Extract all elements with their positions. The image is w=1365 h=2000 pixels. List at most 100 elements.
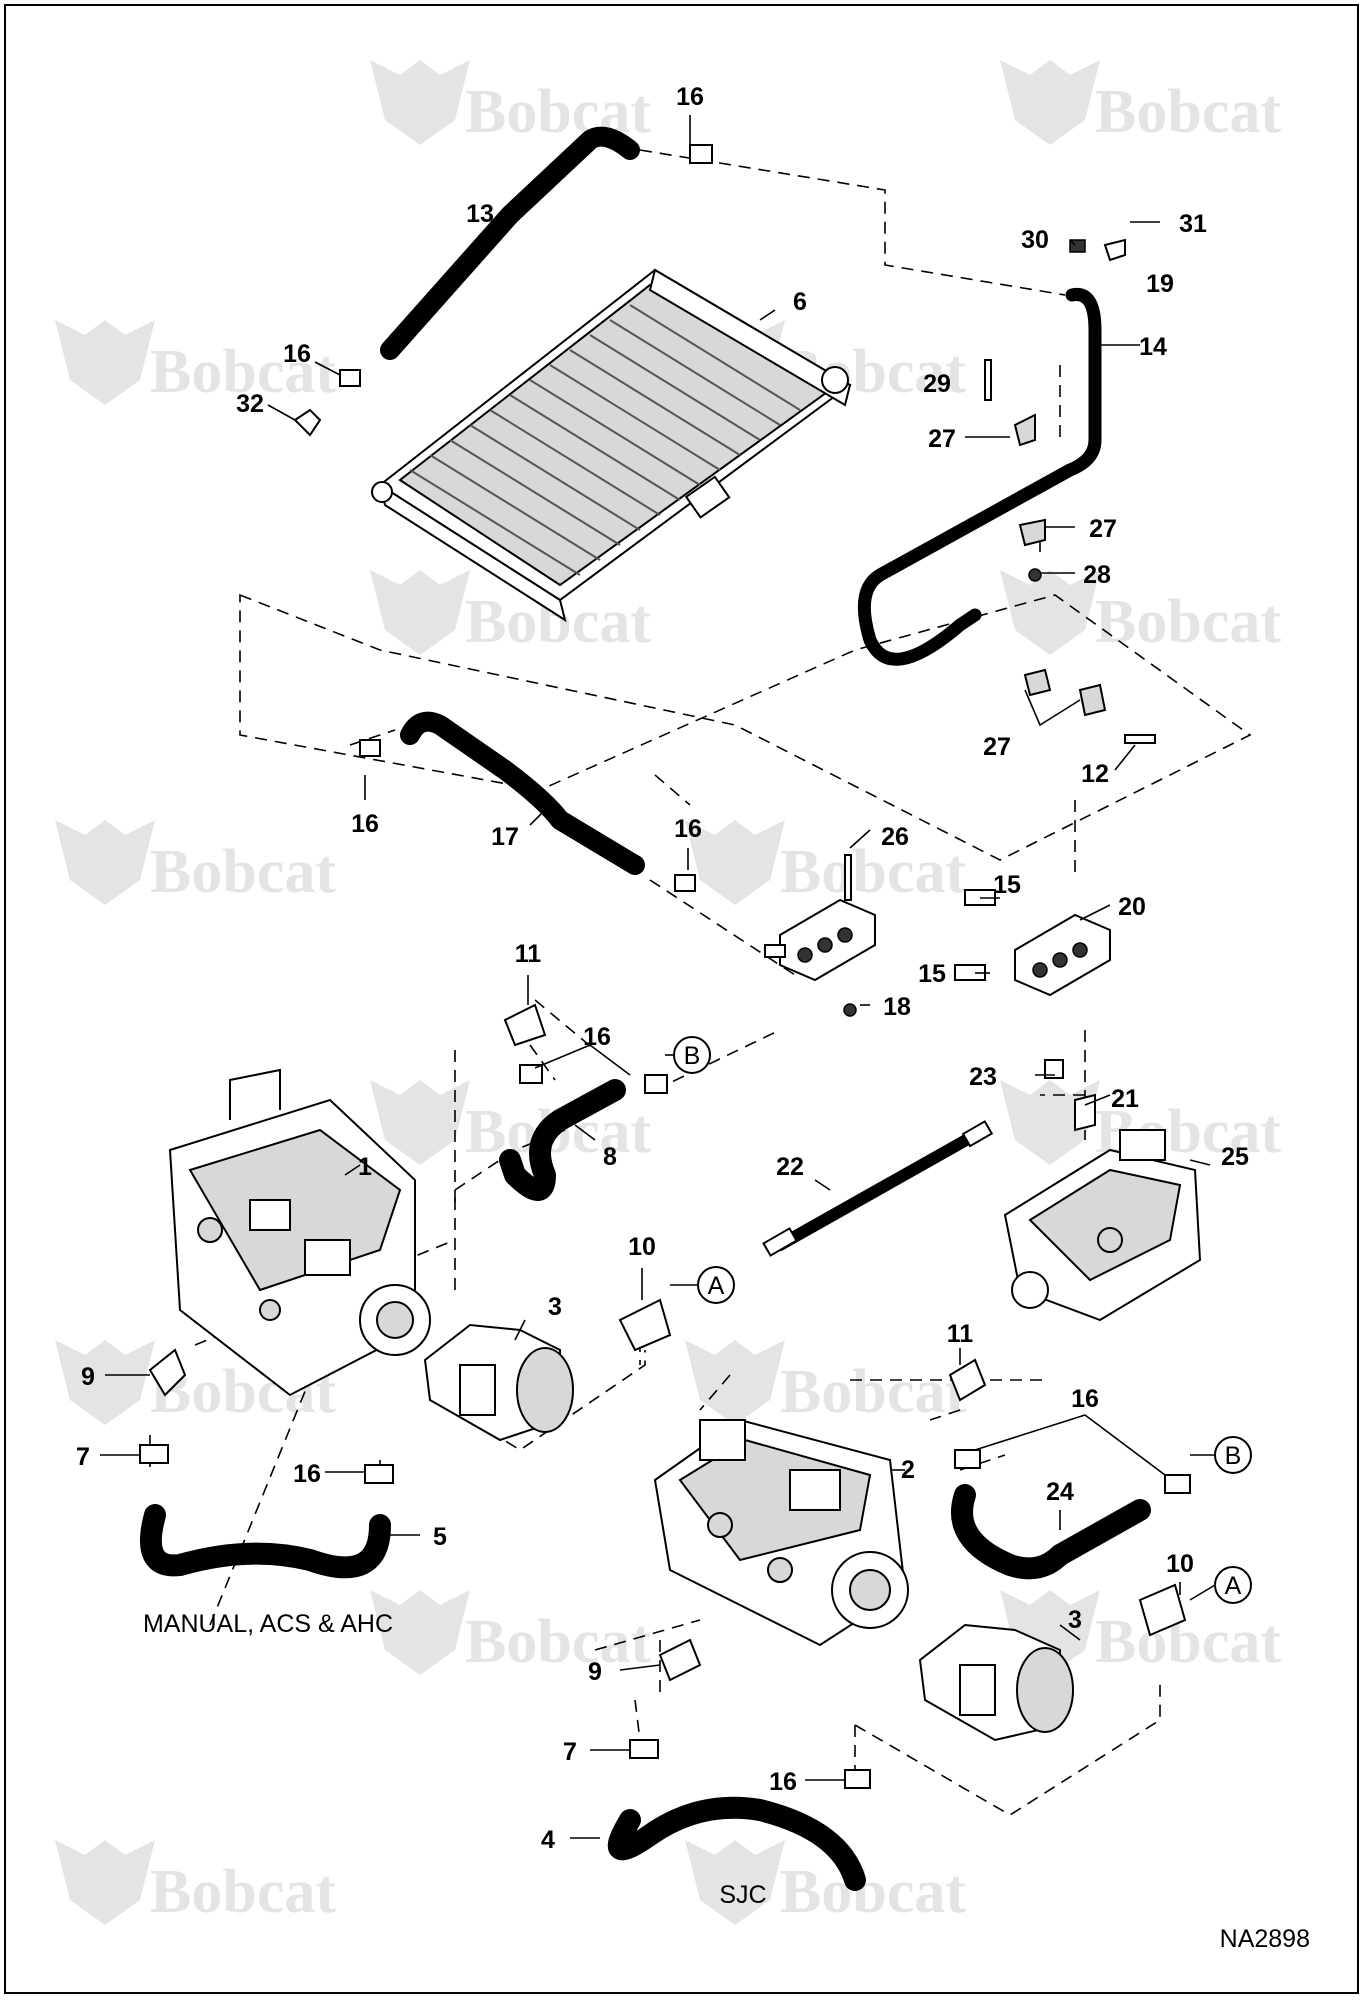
clamp-27 bbox=[1023, 668, 1052, 697]
callout: 4 bbox=[541, 1826, 555, 1854]
connector-a-bottom: A bbox=[1189, 1566, 1252, 1604]
fitting-11 bbox=[948, 1358, 987, 1402]
clamp-16 bbox=[674, 874, 696, 892]
svg-text:A: A bbox=[708, 1272, 725, 1300]
callout: 24 bbox=[1046, 1478, 1074, 1506]
clamp-27 bbox=[1078, 683, 1107, 717]
callout-labels: 16 13 6 30 31 19 14 16 32 29 27 27 28 27… bbox=[76, 83, 1249, 1854]
callout: 31 bbox=[1179, 210, 1207, 238]
callout: 10 bbox=[1166, 1550, 1194, 1578]
note-sjc: SJC bbox=[719, 1881, 766, 1909]
manifold-20 bbox=[1014, 913, 1111, 997]
callout: 17 bbox=[491, 823, 519, 851]
callout: 16 bbox=[293, 1460, 321, 1488]
clamp-16 bbox=[359, 739, 381, 757]
hose-13 bbox=[380, 126, 640, 360]
callout: 16 bbox=[283, 340, 311, 368]
callout: 16 bbox=[674, 815, 702, 843]
fitting-11 bbox=[503, 1003, 547, 1047]
callout: 21 bbox=[1111, 1085, 1139, 1113]
nut-28 bbox=[1028, 568, 1042, 582]
connector-b-top: B bbox=[665, 1036, 711, 1074]
tee-10 bbox=[1138, 1583, 1187, 1637]
pump-2 bbox=[653, 1418, 909, 1647]
callout: 7 bbox=[563, 1738, 577, 1766]
note-manual: MANUAL, ACS & AHC bbox=[143, 1610, 393, 1638]
callout: 7 bbox=[76, 1443, 90, 1471]
watermark: Bobcat bbox=[55, 1840, 336, 1926]
callout: 27 bbox=[1089, 515, 1117, 543]
callout: 16 bbox=[676, 83, 704, 111]
svg-text:Bobcat: Bobcat bbox=[1095, 78, 1281, 146]
hose-17 bbox=[400, 711, 645, 875]
hose-5 bbox=[139, 1504, 391, 1579]
clamp-7 bbox=[629, 1739, 659, 1759]
clamp-16 bbox=[689, 144, 713, 164]
hose-8 bbox=[499, 1079, 626, 1201]
hose-24 bbox=[951, 1484, 1151, 1580]
clamp-16 bbox=[1164, 1474, 1191, 1494]
callout: 23 bbox=[969, 1063, 997, 1091]
watermark: Bobcat bbox=[1000, 60, 1281, 146]
watermark: Bobcat bbox=[55, 820, 336, 906]
watermark: Bobcat bbox=[1000, 570, 1281, 656]
callout: 9 bbox=[81, 1363, 95, 1391]
watermark: Bobcat bbox=[55, 320, 336, 406]
hose-4 bbox=[607, 1796, 866, 1891]
gear-pump-3a bbox=[423, 1323, 574, 1442]
fitting-32 bbox=[293, 408, 322, 437]
callout: 22 bbox=[776, 1153, 804, 1181]
leader-lines bbox=[100, 115, 1211, 1839]
svg-text:Bobcat: Bobcat bbox=[1095, 1608, 1281, 1676]
clamp-16 bbox=[844, 1769, 871, 1789]
elbow-9 bbox=[658, 1638, 702, 1682]
cap-23 bbox=[1044, 1059, 1064, 1079]
drawing-frame bbox=[4, 4, 1359, 1994]
drawing-number: NA2898 bbox=[1220, 1925, 1310, 1953]
callout: 8 bbox=[603, 1143, 617, 1171]
callout: 28 bbox=[1083, 561, 1111, 589]
hose-22 bbox=[762, 1120, 994, 1257]
callout: 18 bbox=[883, 993, 911, 1021]
connector-b-bottom: B bbox=[1190, 1436, 1252, 1474]
svg-text:Bobcat: Bobcat bbox=[150, 838, 336, 906]
clamp-16 bbox=[954, 1449, 981, 1469]
callout: 16 bbox=[769, 1768, 797, 1796]
svg-text:B: B bbox=[684, 1042, 701, 1070]
tee-10 bbox=[618, 1298, 672, 1352]
watermark: Bobcat bbox=[370, 1590, 651, 1676]
clamp-16 bbox=[339, 369, 361, 387]
fittings bbox=[139, 144, 1191, 1789]
callout: 3 bbox=[1068, 1606, 1082, 1634]
callout: 15 bbox=[918, 960, 946, 988]
callout: 12 bbox=[1081, 760, 1109, 788]
callout: 10 bbox=[628, 1233, 656, 1261]
radiator bbox=[371, 268, 852, 623]
callout: 1 bbox=[358, 1153, 372, 1181]
callout: 16 bbox=[583, 1023, 611, 1051]
watermark: Bobcat bbox=[685, 1340, 966, 1426]
callout: 3 bbox=[548, 1293, 562, 1321]
connector-a-top: A bbox=[670, 1266, 735, 1304]
watermark: Bobcat bbox=[370, 60, 651, 146]
callout: 5 bbox=[433, 1523, 447, 1551]
svg-text:Bobcat: Bobcat bbox=[780, 1358, 966, 1426]
callout: 32 bbox=[236, 390, 264, 418]
gear-pump-3b bbox=[918, 1623, 1074, 1742]
clamp-16 bbox=[519, 1064, 543, 1084]
svg-text:Bobcat: Bobcat bbox=[780, 1858, 966, 1926]
clamp-16 bbox=[644, 1074, 668, 1094]
svg-text:Bobcat: Bobcat bbox=[780, 838, 966, 906]
callout: 30 bbox=[1021, 226, 1049, 254]
valve-25 bbox=[1003, 1129, 1202, 1322]
svg-text:A: A bbox=[1225, 1572, 1242, 1600]
svg-text:B: B bbox=[1225, 1442, 1242, 1470]
callout: 27 bbox=[928, 425, 956, 453]
callout: 11 bbox=[947, 1320, 974, 1348]
watermark: Bobcat bbox=[370, 1080, 651, 1166]
bolt-29 bbox=[984, 359, 992, 401]
callout: 15 bbox=[993, 871, 1021, 899]
clip-19 bbox=[1103, 238, 1126, 262]
svg-text:Bobcat: Bobcat bbox=[1095, 588, 1281, 656]
